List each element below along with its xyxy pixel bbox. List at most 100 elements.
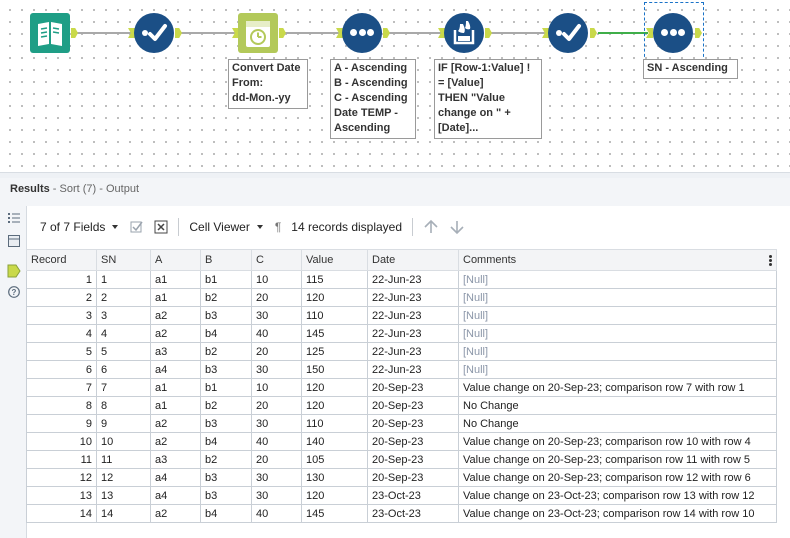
cell-date[interactable]: 22-Jun-23	[367, 270, 459, 289]
column-header-a[interactable]: A	[150, 249, 201, 271]
cell-value[interactable]: 105	[301, 450, 368, 469]
cell-c[interactable]: 10	[251, 378, 302, 397]
help-icon[interactable]: ?	[8, 286, 20, 298]
cell-b[interactable]: b4	[200, 324, 252, 343]
cell-b[interactable]: b2	[200, 288, 252, 307]
column-header-value[interactable]: Value	[301, 249, 368, 271]
cell-date[interactable]: 22-Jun-23	[367, 306, 459, 325]
cell-value[interactable]: 110	[301, 414, 368, 433]
cell-a[interactable]: a2	[150, 504, 201, 523]
cell-a[interactable]: a1	[150, 270, 201, 289]
cell-value[interactable]: 120	[301, 486, 368, 505]
cell-a[interactable]: a2	[150, 306, 201, 325]
sort-tool[interactable]	[342, 13, 382, 53]
input-anchor[interactable]	[128, 28, 135, 38]
multirow-formula-tool[interactable]	[444, 13, 484, 53]
cell-a[interactable]: a2	[150, 414, 201, 433]
cell-record[interactable]: 11	[26, 450, 97, 469]
cell-date[interactable]: 20-Sep-23	[367, 468, 459, 487]
cell-value[interactable]: 145	[301, 504, 368, 523]
cell-comments[interactable]: Value change on 23-Oct-23; comparison ro…	[458, 504, 777, 523]
cell-a[interactable]: a2	[150, 324, 201, 343]
cell-comments[interactable]: Value change on 20-Sep-23; comparison ro…	[458, 468, 777, 487]
cell-c[interactable]: 30	[251, 360, 302, 379]
fields-dropdown[interactable]: 7 of 7 Fields	[40, 220, 119, 234]
cell-b[interactable]: b3	[200, 486, 252, 505]
cell-comments[interactable]: Value change on 20-Sep-23; comparison ro…	[458, 432, 777, 451]
cell-sn[interactable]: 14	[96, 504, 151, 523]
cell-comments[interactable]: [Null]	[458, 270, 777, 289]
cell-b[interactable]: b3	[200, 360, 252, 379]
cell-a[interactable]: a4	[150, 360, 201, 379]
cell-a[interactable]: a3	[150, 450, 201, 469]
deselect-icon[interactable]	[154, 220, 168, 234]
cell-record[interactable]: 7	[26, 378, 97, 397]
cell-date[interactable]: 23-Oct-23	[367, 486, 459, 505]
cell-comments[interactable]: No Change	[458, 396, 777, 415]
output-anchor[interactable]	[279, 28, 286, 38]
cell-c[interactable]: 40	[251, 324, 302, 343]
cell-record[interactable]: 14	[26, 504, 97, 523]
cell-c[interactable]: 10	[251, 270, 302, 289]
cell-value[interactable]: 140	[301, 432, 368, 451]
cell-record[interactable]: 9	[26, 414, 97, 433]
cell-b[interactable]: b1	[200, 270, 252, 289]
output-anchor[interactable]	[383, 28, 390, 38]
cell-c[interactable]: 40	[251, 504, 302, 523]
cell-comments[interactable]: Value change on 20-Sep-23; comparison ro…	[458, 450, 777, 469]
cell-sn[interactable]: 4	[96, 324, 151, 343]
cell-record[interactable]: 8	[26, 396, 97, 415]
cell-comments[interactable]: [Null]	[458, 342, 777, 361]
input-data-tool[interactable]	[30, 13, 70, 53]
output-anchor[interactable]	[590, 28, 597, 38]
cell-date[interactable]: 20-Sep-23	[367, 432, 459, 451]
cell-c[interactable]: 20	[251, 342, 302, 361]
output-anchor[interactable]	[485, 28, 492, 38]
cell-value[interactable]: 125	[301, 342, 368, 361]
input-anchor[interactable]	[646, 28, 653, 38]
cell-comments[interactable]: [Null]	[458, 306, 777, 325]
arrow-up-icon[interactable]	[423, 219, 439, 235]
list-icon[interactable]	[8, 212, 20, 224]
cell-sn[interactable]: 11	[96, 450, 151, 469]
cell-value[interactable]: 130	[301, 468, 368, 487]
cell-sn[interactable]: 13	[96, 486, 151, 505]
cell-record[interactable]: 1	[26, 270, 97, 289]
column-header-record[interactable]: Record	[26, 249, 97, 271]
pilcrow-icon[interactable]: ¶	[274, 220, 282, 234]
cell-record[interactable]: 4	[26, 324, 97, 343]
cell-date[interactable]: 22-Jun-23	[367, 324, 459, 343]
cell-a[interactable]: a2	[150, 432, 201, 451]
cell-record[interactable]: 12	[26, 468, 97, 487]
cell-b[interactable]: b4	[200, 432, 252, 451]
cell-record[interactable]: 6	[26, 360, 97, 379]
select-tool[interactable]	[134, 13, 174, 53]
cell-comments[interactable]: Value change on 23-Oct-23; comparison ro…	[458, 486, 777, 505]
cell-date[interactable]: 20-Sep-23	[367, 378, 459, 397]
cell-c[interactable]: 30	[251, 414, 302, 433]
cell-sn[interactable]: 10	[96, 432, 151, 451]
cell-record[interactable]: 3	[26, 306, 97, 325]
column-header-c[interactable]: C	[251, 249, 302, 271]
select-tool[interactable]	[548, 13, 588, 53]
cell-date[interactable]: 23-Oct-23	[367, 504, 459, 523]
cell-a[interactable]: a4	[150, 486, 201, 505]
cell-value[interactable]: 115	[301, 270, 368, 289]
cell-value[interactable]: 110	[301, 306, 368, 325]
cell-sn[interactable]: 1	[96, 270, 151, 289]
cell-b[interactable]: b1	[200, 378, 252, 397]
cell-value[interactable]: 120	[301, 288, 368, 307]
cell-value[interactable]: 145	[301, 324, 368, 343]
cell-b[interactable]: b2	[200, 450, 252, 469]
output-anchor[interactable]	[175, 28, 182, 38]
cell-sn[interactable]: 2	[96, 288, 151, 307]
column-header-b[interactable]: B	[200, 249, 252, 271]
cell-date[interactable]: 22-Jun-23	[367, 360, 459, 379]
